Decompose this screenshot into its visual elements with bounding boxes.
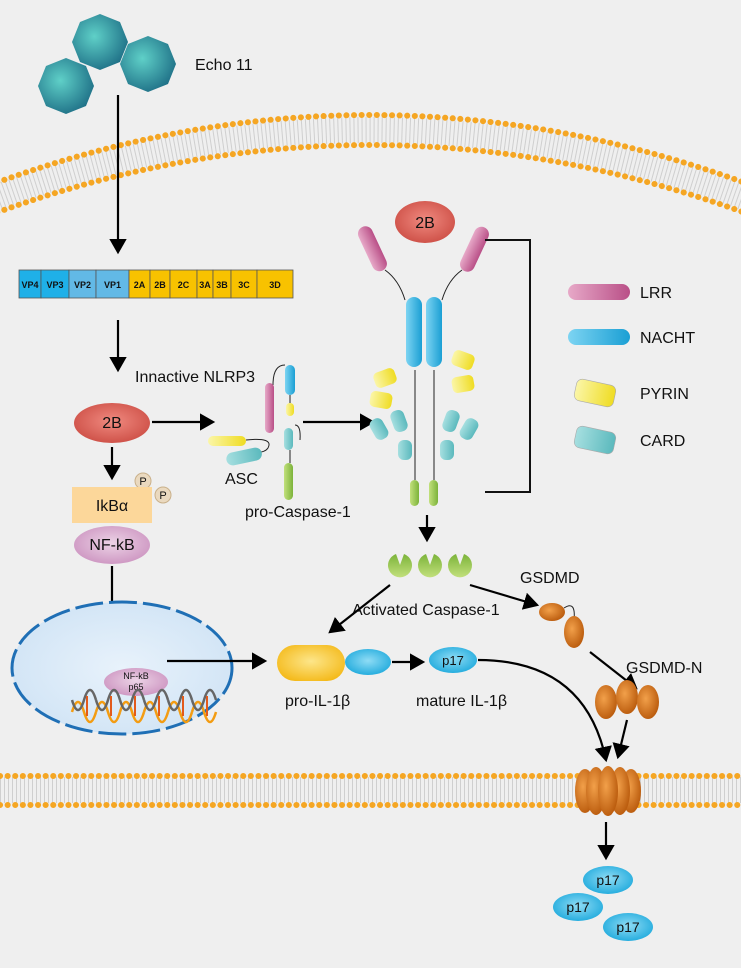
nfkb-p65-label-1: NF-kB [123,671,149,681]
gsdmd [539,603,584,648]
legend-label: NACHT [640,330,695,347]
nfkb-p65-label-2: p65 [128,682,143,692]
p17-label: p17 [442,653,464,668]
complex-2b-label: 2B [415,215,435,232]
phosphate-label: P [139,476,146,488]
virus-particle [38,58,94,114]
virus-particle [72,14,128,70]
asc-label: ASC [225,471,258,488]
p17-released [553,893,603,921]
p17-released [583,866,633,894]
protein-2b-label: 2B [102,415,122,432]
activated-nlrp3-inflammasome: 2B [357,201,489,506]
genome-segment-label: VP3 [46,280,63,290]
legend-swatch-card [573,425,617,455]
arrow-il1b-to-pore [477,658,612,763]
echovirus-particles [38,14,176,114]
legend-label: PYRIN [640,386,689,403]
p17-label: p17 [596,872,620,888]
complex-2b [395,201,455,243]
virus-particle [120,36,176,92]
pro-il1b-label: pro-IL-1β [285,693,350,710]
ikba [72,487,152,523]
legend-label: LRR [640,285,672,302]
genome-segment-label: 3C [238,280,250,290]
gasdermin-pore [575,766,641,816]
legend-label: CARD [640,433,685,450]
bracket [485,239,531,493]
legend: LRR NACHT PYRIN CARD [568,284,695,455]
gsdmd-label: GSDMD [520,570,580,587]
genome-segment-label: VP4 [21,280,38,290]
ikba-label: IkBα [96,498,128,515]
activated-caspase-label: Activated Caspase-1 [352,602,500,619]
genome-segment-label: 3B [216,280,228,290]
mature-il1b-label: mature IL-1β [416,693,507,710]
mature-il1b [429,647,477,673]
genome-segment-label: 3D [269,280,281,290]
legend-swatch-lrr [568,284,630,300]
p17-released [603,913,653,941]
genome-segment [169,269,198,299]
genome-segment [40,269,70,299]
legend-swatch-pyrin [573,378,617,408]
inactive-nlrp3-complex [208,364,301,500]
arrow-to-gsdmd [469,583,540,610]
gsdmd-n [595,680,659,719]
pro-caspase-label: pro-Caspase-1 [245,504,351,521]
genome-segment-label: 3A [199,280,211,290]
viral-genome-bar: VP4 VP3 VP2 VP1 2A 2B 2C 3A 3B 3C 3D [18,269,294,299]
arrow-to-pore [612,719,630,760]
nfkb [74,526,150,564]
nucleus: NF-kB p65 [10,600,234,736]
released-p17: p17 p17 p17 [553,866,653,941]
dna-helix [70,688,218,724]
arrow-to-pro-il1b [328,584,391,634]
genome-segment [256,269,294,299]
phosphate-label: P [159,490,166,502]
p17-label: p17 [616,919,640,935]
inactive-nlrp3-label: Innactive NLRP3 [135,369,255,386]
genome-segment-label: VP2 [74,280,91,290]
protein-2b [74,403,150,443]
phosphate [154,486,172,504]
genome-segment-label: 2A [134,280,146,290]
pro-il1b-p17 [345,649,391,675]
p17-label: p17 [566,899,590,915]
pro-il1b-domain [277,645,345,681]
cell-membrane-top [0,112,741,215]
gsdmd-n-label: GSDMD-N [626,660,702,677]
legend-swatch-nacht [568,329,630,345]
nfkb-label: NF-kB [89,537,134,554]
genome-segment-label: 2C [178,280,190,290]
activated-caspase-1 [388,554,472,578]
genome-segment-label: VP1 [104,280,121,290]
virus-label: Echo 11 [195,57,253,74]
genome-segment-label: 2B [154,280,166,290]
